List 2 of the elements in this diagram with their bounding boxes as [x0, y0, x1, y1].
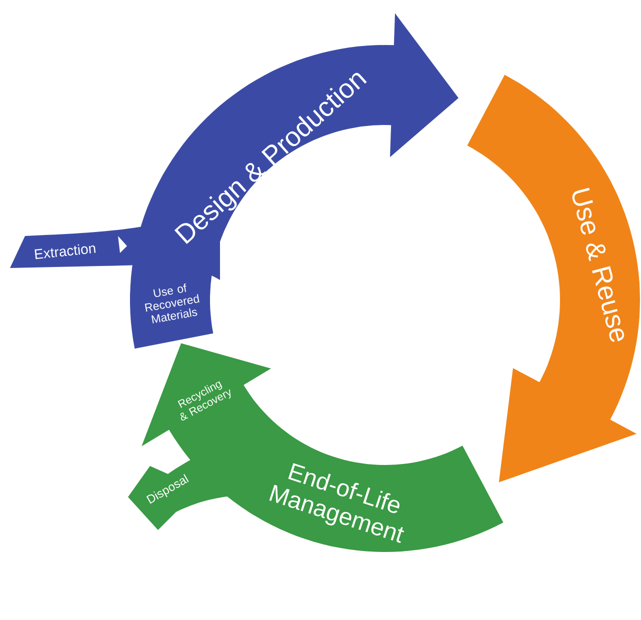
- band-label: Extraction: [34, 244, 96, 260]
- band-label: Use & Reuse: [572, 188, 624, 342]
